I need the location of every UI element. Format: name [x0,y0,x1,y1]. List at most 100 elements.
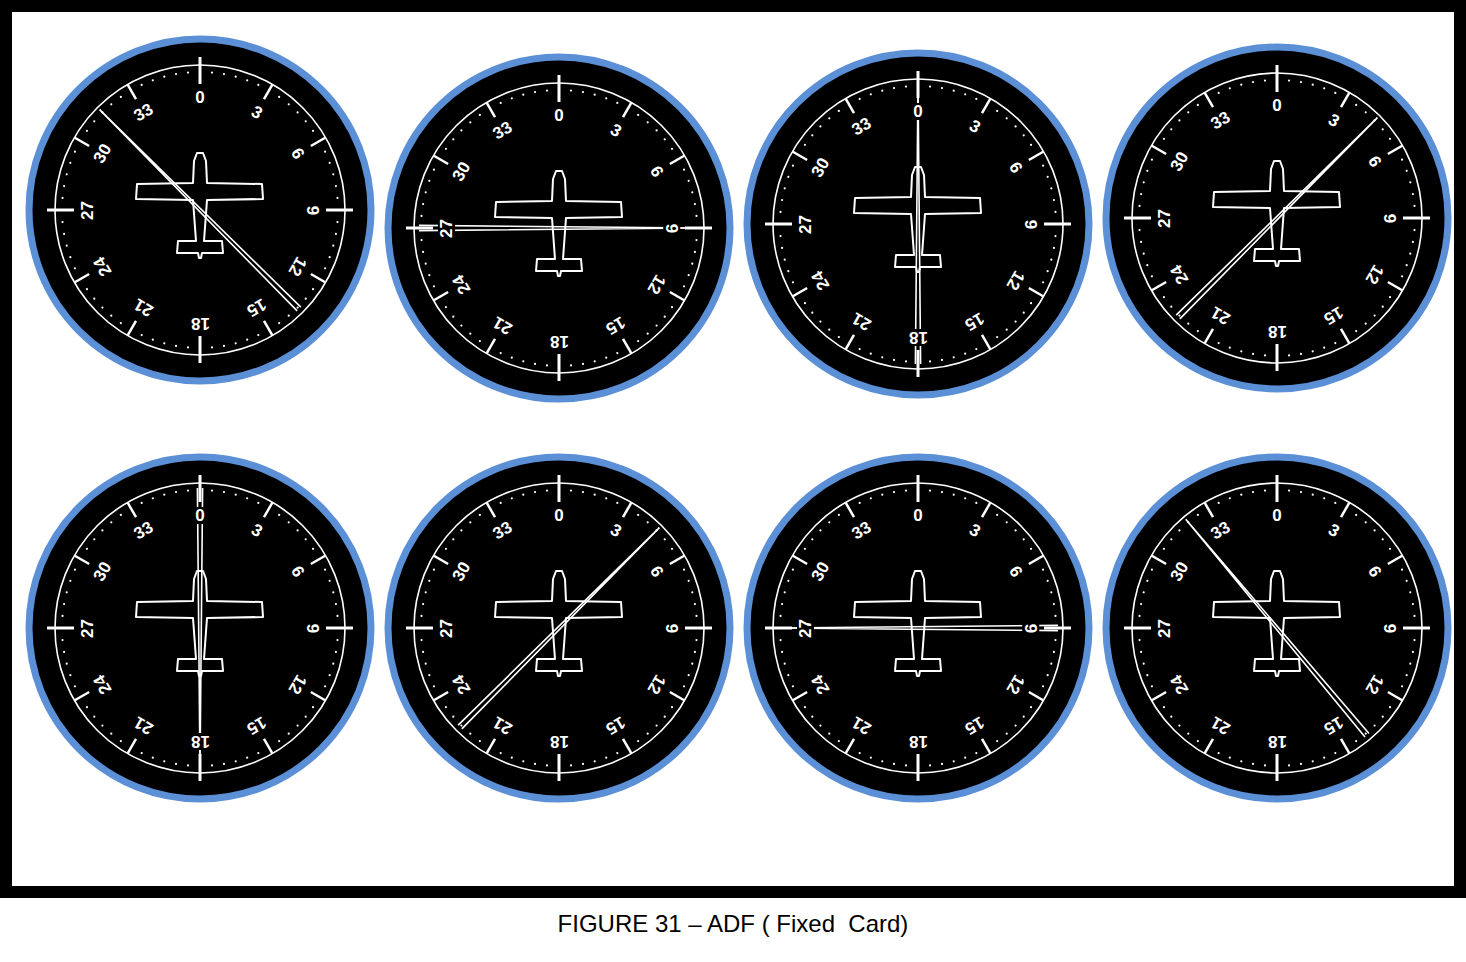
tick-dot [110,315,112,317]
tick-dot [1365,111,1367,113]
tick-dot [1050,187,1052,189]
tick-dot [1401,159,1403,161]
adf-needle [915,82,920,364]
adf-needle [197,488,202,770]
tick-dot [828,733,830,735]
tick-dot [792,569,794,571]
tick-mark [47,209,74,212]
tick-dot [187,346,189,348]
tick-dot [787,580,789,582]
tick-dot [500,102,502,104]
tick-dot [278,322,280,324]
tick-dot [175,345,177,347]
bearing-number: 33 [848,518,875,543]
tick-dot [63,651,65,653]
bearing-number: 24 [1167,261,1192,288]
tick-dot [312,548,314,550]
tick-dot [500,502,502,504]
tick-mark [264,321,273,336]
bearing-number: 18 [1267,733,1288,750]
tick-dot [1054,615,1056,617]
tick-dot [420,615,422,617]
tick-dot [1047,674,1049,676]
tick-mark [1044,627,1071,630]
tick-dot [694,603,696,605]
tick-dot [616,502,618,504]
tick-mark [47,627,74,630]
tick-mark [326,627,353,630]
tick-dot [1334,342,1336,344]
tick-dot [422,651,424,653]
tick-dot [671,548,673,550]
needle-line [1176,118,1377,319]
airplane-symbol [854,571,981,676]
tick-dot [1382,306,1384,308]
dial-ring [414,483,704,773]
tick-dot [1252,763,1254,765]
bearing-number: 18 [190,733,211,750]
bearing-number: 12 [644,671,669,698]
bearing-number: 6 [1006,158,1026,176]
tick-dot [1140,193,1142,195]
bearing-number: 24 [449,271,474,298]
tick-dot [859,502,861,504]
bearing-number: 6 [1365,562,1385,580]
bearing-number: 27 [1155,208,1172,229]
tick-dot [964,93,966,95]
tick-dot [1030,302,1032,304]
tick-mark [74,138,89,147]
tick-dot [905,360,907,362]
tick-dot [1413,205,1415,207]
tick-dot [964,757,966,759]
bearing-number: 24 [808,671,833,698]
tick-dot [1054,639,1056,641]
tick-dot [235,494,237,496]
tick-dot [425,191,427,193]
tick-dot [469,121,471,123]
tick-dot [694,203,696,205]
tick-dot [1023,312,1025,314]
airplane-symbol [1213,161,1340,266]
adf-needle [1176,118,1377,319]
tick-dot [335,603,337,605]
tick-dot [1053,651,1055,653]
tick-dot [296,111,298,113]
tick-dot [664,316,666,318]
tick-mark [311,138,326,147]
dial-ring [1132,483,1422,773]
tick-mark [1205,502,1214,517]
tick-dot [246,497,248,499]
tick-dot [781,247,783,249]
tick-dot [605,497,607,499]
tick-dot [804,144,806,146]
tick-dot [1170,128,1172,130]
tick-dot [66,245,68,247]
tick-dot [1050,259,1052,261]
tick-dot [324,267,326,269]
tick-dot [452,138,454,140]
tick-dot [688,580,690,582]
tick-mark [74,556,89,565]
tick-dot [1323,497,1325,499]
tick-dot [1312,760,1314,762]
tick-dot [1406,580,1408,582]
tick-mark [558,475,561,502]
tick-dot [1334,752,1336,754]
tick-dot [211,71,213,73]
tick-dot [1229,757,1231,759]
tick-dot [288,733,290,735]
tick-dot [511,97,513,99]
tick-dot [1197,104,1199,106]
bearing-number: 9 [1382,212,1399,223]
tick-mark [1205,92,1214,107]
tick-dot [893,763,895,765]
tick-dot [929,489,931,491]
tick-dot [420,639,422,641]
tick-mark [264,84,273,99]
tick-dot [1218,342,1220,344]
tick-dot [288,521,290,523]
needle-line [197,488,202,770]
bearing-number: 0 [553,507,564,524]
tick-dot [1406,170,1408,172]
tick-dot [1240,84,1242,86]
